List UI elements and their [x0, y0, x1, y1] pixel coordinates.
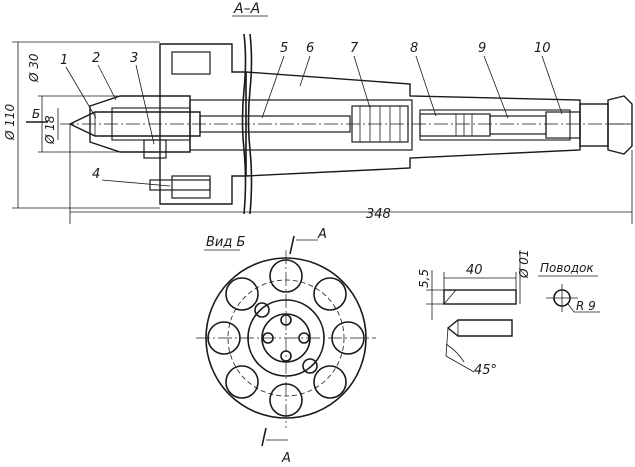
part-number-8: 8: [410, 41, 418, 56]
driver-pin-upper: [443, 289, 517, 305]
detail-view: 40 5,5 Ø 01 45° Поводок R 9: [417, 249, 600, 378]
dim-text-348: 348: [366, 207, 391, 222]
detail-title: Поводок: [540, 261, 594, 275]
dim-text-45: 45°: [474, 363, 497, 378]
leader-10: [541, 55, 563, 115]
pin: [143, 139, 167, 159]
flange-hole: [313, 365, 347, 399]
hub-hole: [280, 350, 292, 362]
dimension-dia-30: Ø 30: [27, 53, 118, 153]
leader-7: [353, 55, 371, 109]
section-cut-line-bottom: [261, 427, 267, 447]
leader-4: [101, 179, 171, 187]
nose-cap: [89, 95, 191, 153]
flange-hole: [225, 277, 259, 311]
angle-ext-line-1: [445, 327, 449, 357]
flange-bolt-hole-top: [171, 51, 211, 75]
leader-r9: [567, 303, 575, 313]
flange-hole: [269, 383, 303, 417]
leader-2: [97, 64, 117, 101]
part-callouts: 1 2 3 4 5 6 7 8 9 10: [60, 41, 563, 187]
hex-head: [607, 95, 633, 155]
flange-hole: [207, 321, 241, 355]
driver-pin-lower: [446, 319, 513, 337]
leader-5: [261, 55, 285, 119]
adjusting-screw: [545, 111, 581, 139]
dim-text-dia-30: Ø 30: [27, 53, 41, 83]
hub-holes: [254, 302, 318, 374]
driver-pin-upper-chamfer: [443, 289, 457, 305]
section-mark-top: А: [317, 227, 327, 242]
spring: [351, 105, 409, 143]
hub-hole: [280, 314, 292, 326]
flange-bolt-hole-bottom: [171, 175, 211, 199]
dim-text-5-5: 5,5: [417, 269, 431, 288]
hub-hole: [254, 302, 270, 318]
leader-6: [299, 55, 311, 87]
part-number-9: 9: [478, 41, 486, 56]
dimension-dia-110: Ø 110: [3, 41, 160, 209]
section-cut-line-top: [289, 235, 295, 255]
rod: [489, 115, 547, 135]
part-number-2: 2: [92, 51, 100, 66]
dim-text-dia-01: Ø 01: [517, 249, 531, 279]
piston: [419, 113, 491, 137]
part-number-5: 5: [280, 41, 288, 56]
dimension-dia-18: Ø 18: [43, 108, 59, 145]
part-number-1: 1: [60, 53, 68, 68]
hub-hole: [302, 358, 318, 374]
section-view: А–А: [3, 1, 633, 224]
flange-hole: [269, 259, 303, 293]
hub-hole: [298, 332, 310, 344]
leader-8: [415, 55, 437, 117]
leader-3: [135, 64, 155, 145]
conical-housing: [245, 71, 581, 177]
angle-arc-45: [445, 343, 465, 363]
part-number-3: 3: [130, 51, 138, 66]
leader-9: [483, 55, 509, 119]
dim-text-40: 40: [466, 263, 483, 278]
bolt: [149, 179, 211, 191]
flange-hole: [225, 365, 259, 399]
nut: [579, 103, 609, 147]
shaft: [199, 115, 351, 133]
part-number-4: 4: [92, 167, 100, 182]
angle-ext-line-2: [445, 355, 475, 373]
part-number-10: 10: [534, 41, 551, 56]
part-number-7: 7: [350, 41, 359, 56]
dim-text-r9: R 9: [576, 299, 596, 313]
flange-hole: [313, 277, 347, 311]
part-number-6: 6: [306, 41, 314, 56]
view-mark-b: Б: [32, 107, 40, 121]
leader-1: [65, 66, 97, 119]
flange-hole: [331, 321, 365, 355]
dim-text-dia-18: Ø 18: [43, 115, 57, 145]
section-mark-bottom: А: [281, 451, 291, 466]
hub-hole: [262, 332, 274, 344]
view-title: Вид Б: [206, 235, 245, 250]
dim-text-dia-110: Ø 110: [3, 103, 17, 141]
end-view: Вид Б А А: [196, 227, 376, 466]
flange-holes: [207, 259, 365, 417]
section-title: А–А: [233, 1, 260, 17]
dimension-length-348: 348: [69, 124, 633, 224]
